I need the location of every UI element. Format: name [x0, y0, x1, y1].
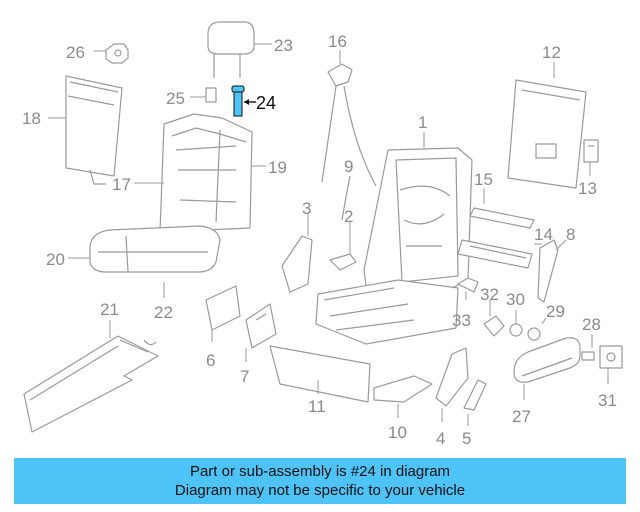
banner-line-1: Part or sub-assembly is #24 in diagram	[189, 463, 451, 480]
parts-diagram: 26 18 23 25 24 19 17 20 22	[22, 21, 623, 448]
callout-3: 3	[302, 199, 311, 218]
callout-17: 17	[112, 175, 131, 194]
part-14-track	[457, 239, 533, 269]
callout-28: 28	[582, 315, 601, 334]
part-5-small-cover	[463, 379, 487, 411]
banner-line-2: Diagram may not be specific to your vehi…	[174, 482, 466, 499]
callout-1: 1	[418, 113, 427, 132]
part-9-strap	[341, 175, 351, 221]
callout-15: 15	[474, 170, 493, 189]
callout-6: 6	[206, 351, 215, 370]
part-13-bracket	[583, 139, 599, 163]
callout-2: 2	[344, 207, 353, 226]
callout-19: 19	[268, 158, 287, 177]
callout-14: 14	[534, 225, 553, 244]
part-32-hinge	[483, 315, 505, 337]
callout-24: 24	[256, 93, 276, 113]
part-26-clip	[105, 43, 129, 64]
part-19-seatback	[159, 113, 253, 233]
part-30-cap	[509, 323, 523, 337]
part-23-headrest	[207, 21, 255, 78]
callout-22: 22	[154, 303, 173, 322]
part-20-cushion	[89, 225, 221, 273]
part-16-wire-harness	[321, 63, 377, 187]
callout-29: 29	[546, 302, 565, 321]
callout-25: 25	[166, 89, 185, 108]
part-10-cover	[373, 375, 433, 403]
part-27-armrest	[513, 337, 581, 383]
part-2-hook	[329, 253, 357, 271]
callout-16: 16	[328, 32, 347, 51]
part-7-bracket	[245, 303, 277, 349]
part-8-side-cover	[537, 239, 559, 303]
callout-20: 20	[46, 250, 65, 269]
callout-10: 10	[388, 423, 407, 442]
callout-4: 4	[436, 429, 445, 448]
part-25-guide	[205, 87, 217, 103]
info-banner: Part or sub-assembly is #24 in diagram D…	[14, 458, 626, 504]
callout-31: 31	[598, 391, 617, 410]
part-24-headrest-guide	[231, 85, 245, 117]
part-4-side-shield	[435, 347, 469, 407]
part-3-bracket	[281, 235, 313, 293]
callout-23: 23	[274, 36, 293, 55]
callout-21: 21	[100, 300, 119, 319]
callout-5: 5	[462, 429, 471, 448]
callout-26: 26	[66, 43, 85, 62]
callout-12: 12	[542, 43, 561, 62]
callout-9: 9	[344, 157, 353, 176]
part-21-floor-mat	[23, 335, 159, 433]
part-18-back-panel	[65, 75, 123, 185]
callout-30: 30	[506, 290, 525, 309]
part-28-bolt	[581, 351, 595, 361]
callout-32: 32	[480, 285, 499, 304]
part-31-end-cap	[599, 345, 623, 369]
callout-18: 18	[22, 109, 41, 128]
part-12-back-cover	[507, 79, 587, 189]
part-1-seat-frame	[315, 147, 473, 345]
callout-7: 7	[240, 367, 249, 386]
part-15-rail	[469, 207, 535, 229]
part-11-lower-trim	[269, 345, 371, 403]
part-29-cap	[527, 327, 541, 341]
part-6-plate	[205, 285, 241, 331]
callout-27: 27	[512, 407, 531, 426]
callout-33: 33	[452, 311, 471, 330]
callout-8: 8	[566, 225, 575, 244]
part-33-knob	[457, 277, 479, 293]
callout-11: 11	[308, 397, 326, 416]
callout-13: 13	[578, 179, 597, 198]
